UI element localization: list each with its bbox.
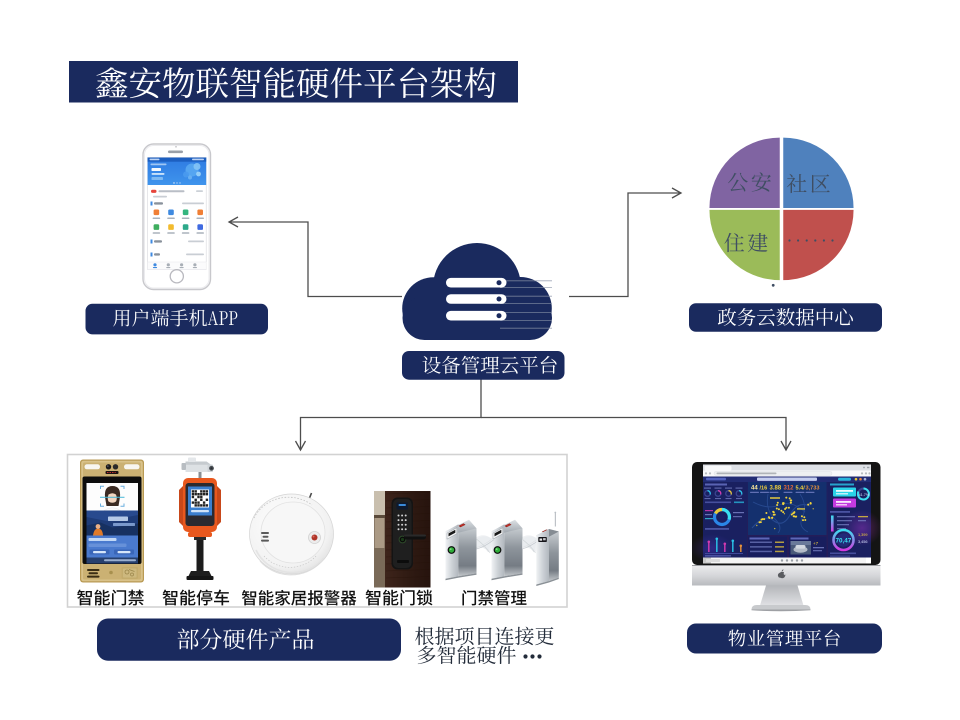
svg-text:312: 312 bbox=[784, 486, 795, 492]
svg-text:44: 44 bbox=[751, 486, 758, 492]
svg-text:41.7%: 41.7% bbox=[859, 493, 870, 497]
svg-text:5.4/: 5.4/ bbox=[796, 486, 806, 492]
svg-text:/16: /16 bbox=[760, 486, 768, 492]
svg-text:1,399: 1,399 bbox=[858, 533, 868, 537]
svg-text:+7: +7 bbox=[813, 541, 819, 546]
svg-text:70,47: 70,47 bbox=[836, 538, 852, 545]
svg-text:3,733: 3,733 bbox=[806, 486, 820, 492]
svg-text:3.88: 3.88 bbox=[770, 486, 782, 492]
svg-text:3,456: 3,456 bbox=[858, 540, 868, 544]
